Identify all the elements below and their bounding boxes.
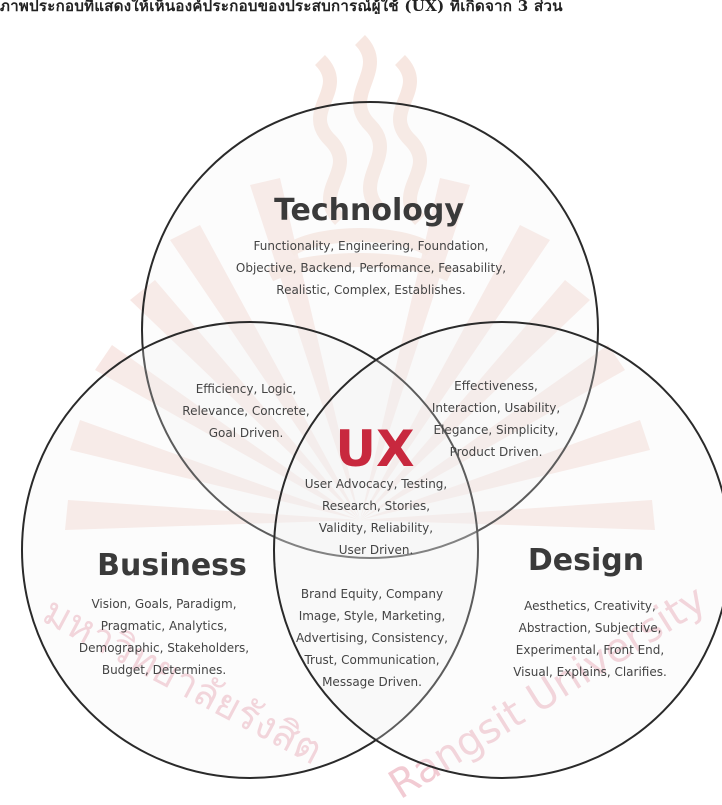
- technology-text-line: Realistic, Complex, Establishes.: [276, 283, 465, 297]
- technology-title: Technology: [274, 193, 464, 228]
- design-text-line: Visual, Explains, Clarifies.: [513, 665, 667, 679]
- business-design-text-line: Brand Equity, Company: [301, 587, 443, 601]
- technology-text-line: Functionality, Engineering, Foundation,: [254, 239, 489, 253]
- ux-text-line: Research, Stories,: [322, 499, 430, 513]
- watermark-crest: [266, 35, 454, 282]
- design-circle: [273, 321, 722, 779]
- design-text-line: Abstraction, Subjective,: [519, 621, 662, 635]
- business-text-line: Budget, Determines.: [102, 663, 226, 677]
- tech-design-text-line: Elegance, Simplicity,: [434, 423, 559, 437]
- business-design-text-line: Message Driven.: [322, 675, 422, 689]
- tech-design-text-line: Effectiveness,: [454, 379, 538, 393]
- business-region: Business Vision, Goals, Paradigm, Pragma…: [79, 548, 249, 677]
- business-circle: [21, 321, 479, 779]
- business-design-text-line: Image, Style, Marketing,: [299, 609, 446, 623]
- design-text-line: Aesthetics, Creativity,: [524, 599, 656, 613]
- tech-design-text-line: Product Driven.: [450, 445, 543, 459]
- technology-text-line: Objective, Backend, Perfomance, Feasabil…: [236, 261, 506, 275]
- ux-text-line: Validity, Reliability,: [319, 521, 433, 535]
- ux-title: UX: [335, 420, 414, 478]
- business-text-line: Vision, Goals, Paradigm,: [91, 597, 236, 611]
- ux-text-line: User Advocacy, Testing,: [305, 477, 448, 491]
- business-design-text-line: Advertising, Consistency,: [296, 631, 448, 645]
- tech-business-text-line: Goal Driven.: [209, 426, 284, 440]
- technology-region: Technology Functionality, Engineering, F…: [236, 193, 506, 297]
- business-design-text-line: Trust, Communication,: [303, 653, 439, 667]
- business-design-region: Brand Equity, Company Image, Style, Mark…: [296, 587, 448, 689]
- technology-circle: [141, 101, 599, 559]
- tech-business-region: Efficiency, Logic, Relevance, Concrete, …: [182, 382, 309, 440]
- ux-center-region: UX User Advocacy, Testing, Research, Sto…: [305, 420, 448, 557]
- watermark-rays: [65, 178, 655, 530]
- design-region: Design Aesthetics, Creativity, Abstracti…: [513, 543, 667, 679]
- tech-business-text-line: Efficiency, Logic,: [196, 382, 297, 396]
- business-text-line: Demographic, Stakeholders,: [79, 641, 249, 655]
- business-text-line: Pragmatic, Analytics,: [101, 619, 228, 633]
- page-header-text: ภาพประกอบที่แสดงให้เห็นองค์ประกอบของประส…: [0, 0, 563, 14]
- business-title: Business: [97, 548, 247, 583]
- tech-design-region: Effectiveness, Interaction, Usability, E…: [432, 379, 560, 459]
- ux-text-line: User Driven.: [339, 543, 414, 557]
- design-text-line: Experimental, Front End,: [516, 643, 664, 657]
- design-title: Design: [528, 543, 644, 578]
- venn-circles: [21, 101, 722, 779]
- tech-design-text-line: Interaction, Usability,: [432, 401, 560, 415]
- tech-business-text-line: Relevance, Concrete,: [182, 404, 309, 418]
